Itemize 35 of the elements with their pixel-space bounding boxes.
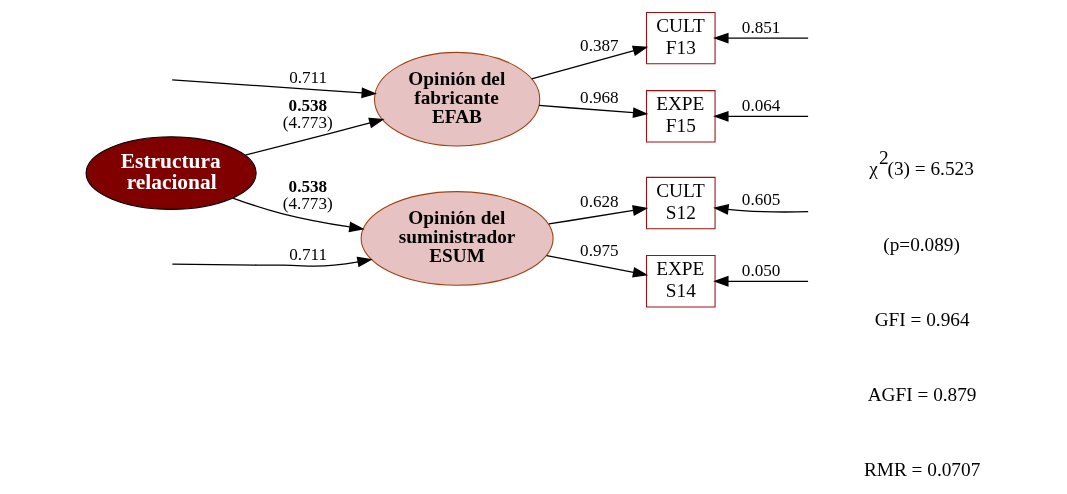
node-box: EXPE F15 — [645, 90, 716, 143]
edge-label: 0.538 (4.773) — [282, 177, 333, 214]
edge-label: 0.975 — [580, 241, 619, 261]
edge-label: 0.851 — [741, 17, 781, 37]
label: AGFI = 0.879 — [867, 383, 977, 405]
arrow — [244, 117, 385, 156]
edge-label: 0.050 — [741, 260, 781, 280]
edge-label: 0.605 — [741, 190, 781, 210]
edge-label: 0.711 — [289, 244, 328, 264]
arrow — [538, 104, 649, 119]
label: RMR = 0.0707 — [863, 458, 981, 480]
edge-label: 0.387 — [580, 35, 619, 55]
label: (p=0.089) — [883, 233, 960, 255]
arrow — [713, 110, 809, 122]
arrow — [548, 205, 649, 225]
node-ellipse: Estructura relacional — [85, 136, 257, 210]
node-box: CULT S12 — [645, 176, 716, 230]
arrow — [713, 275, 809, 287]
arrow — [546, 254, 649, 278]
arrow — [171, 79, 377, 99]
arrow — [713, 204, 809, 215]
edge-label: 0.711 — [289, 67, 328, 87]
arrow — [171, 256, 373, 268]
label: GFI = 0.964 — [874, 308, 970, 330]
arrow — [713, 32, 809, 44]
arrow — [531, 45, 649, 80]
edge-label: 0.064 — [741, 95, 781, 115]
node-ellipse: Opinión del fabricante EFAB — [373, 51, 541, 147]
node-box: EXPE S14 — [645, 255, 716, 308]
edge-label: 0.628 — [580, 192, 619, 212]
node-ellipse: Opinión del suministrador ESUM — [360, 191, 554, 286]
edge-label: 0.538 (4.773) — [282, 95, 333, 132]
edge-label: 0.968 — [580, 88, 619, 108]
node-box: CULT F13 — [645, 11, 716, 65]
arrow — [232, 197, 365, 233]
